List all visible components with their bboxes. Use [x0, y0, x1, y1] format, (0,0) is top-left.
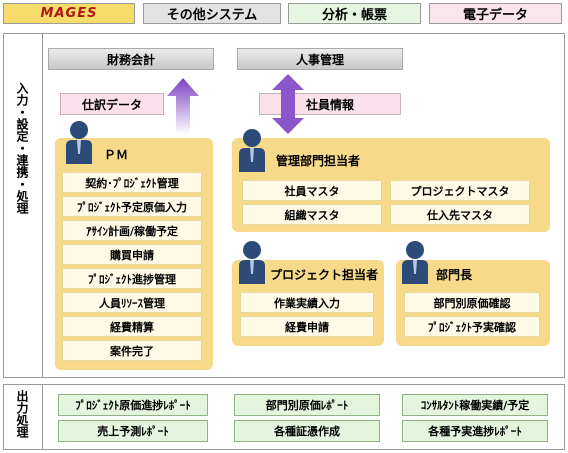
hr-system[interactable]: 人事管理: [237, 48, 403, 70]
up-arrow-icon: [167, 78, 199, 134]
pm-item-contract[interactable]: 契約･ﾌﾟﾛｼﾞｪｸﾄ管理: [62, 172, 202, 193]
output-vouchers[interactable]: 各種証憑作成: [234, 420, 380, 442]
input-section-divider: [42, 33, 43, 378]
pm-panel-title: ＰＭ: [104, 148, 129, 162]
pm-item-assign[interactable]: ｱｻｲﾝ計画/稼働予定: [62, 220, 202, 241]
input-section-label: 入力・設定・連携・処理: [15, 82, 29, 214]
admin-item-org-master[interactable]: 組織マスタ: [242, 204, 382, 225]
output-section-divider: [42, 384, 43, 450]
tab-electronic-data[interactable]: 電子データ: [429, 3, 562, 24]
journal-data-box: 仕訳データ: [60, 93, 164, 115]
person-icon: [402, 241, 428, 284]
output-progress-report[interactable]: 各種予実進捗ﾚﾎﾟｰﾄ: [402, 420, 548, 442]
dept-item-plan-actual[interactable]: ﾌﾟﾛｼﾞｪｸﾄ予実確認: [404, 316, 540, 337]
admin-panel-title: 管理部門担当者: [276, 154, 361, 168]
mages-logo: MAGES: [40, 6, 98, 21]
person-icon: [239, 129, 265, 172]
logo-tab[interactable]: MAGES: [3, 3, 135, 24]
output-sales-forecast[interactable]: 売上予測ﾚﾎﾟｰﾄ: [58, 420, 208, 442]
project-item-expense-apply[interactable]: 経費申請: [240, 316, 374, 337]
output-dept-cost-report[interactable]: 部門別原価ﾚﾎﾟｰﾄ: [234, 394, 380, 416]
pm-item-cost-plan[interactable]: ﾌﾟﾛｼﾞｪｸﾄ予定原価入力: [62, 196, 202, 217]
admin-item-project-master[interactable]: プロジェクトマスタ: [390, 180, 530, 201]
tab-other-systems[interactable]: その他システム: [143, 3, 281, 24]
output-project-cost-report[interactable]: ﾌﾟﾛｼﾞｪｸﾄ原価進捗ﾚﾎﾟｰﾄ: [58, 394, 208, 416]
admin-item-employee-master[interactable]: 社員マスタ: [242, 180, 382, 201]
accounting-system[interactable]: 財務会計: [48, 48, 214, 70]
up-down-arrow-icon: [272, 74, 304, 134]
pm-item-purchase[interactable]: 購買申請: [62, 244, 202, 265]
dept-item-cost-check[interactable]: 部門別原価確認: [404, 292, 540, 313]
project-item-work-input[interactable]: 作業実績入力: [240, 292, 374, 313]
output-section-label: 出力処理: [15, 390, 29, 438]
project-staff-title: プロジェクト担当者: [270, 268, 379, 282]
person-icon: [66, 121, 92, 164]
pm-item-resource[interactable]: 人員ﾘｿｰｽ管理: [62, 292, 202, 313]
admin-item-supplier-master[interactable]: 仕入先マスタ: [390, 204, 530, 225]
tab-analysis-reports[interactable]: 分析・帳票: [288, 3, 421, 24]
pm-item-complete[interactable]: 案件完了: [62, 340, 202, 361]
person-icon: [239, 241, 265, 284]
dept-head-title: 部門長: [436, 268, 473, 282]
pm-item-expense[interactable]: 経費精算: [62, 316, 202, 337]
output-consultant-report[interactable]: ｺﾝｻﾙﾀﾝﾄ稼働実績/予定: [402, 394, 548, 416]
pm-item-progress[interactable]: ﾌﾟﾛｼﾞｪｸﾄ進捗管理: [62, 268, 202, 289]
